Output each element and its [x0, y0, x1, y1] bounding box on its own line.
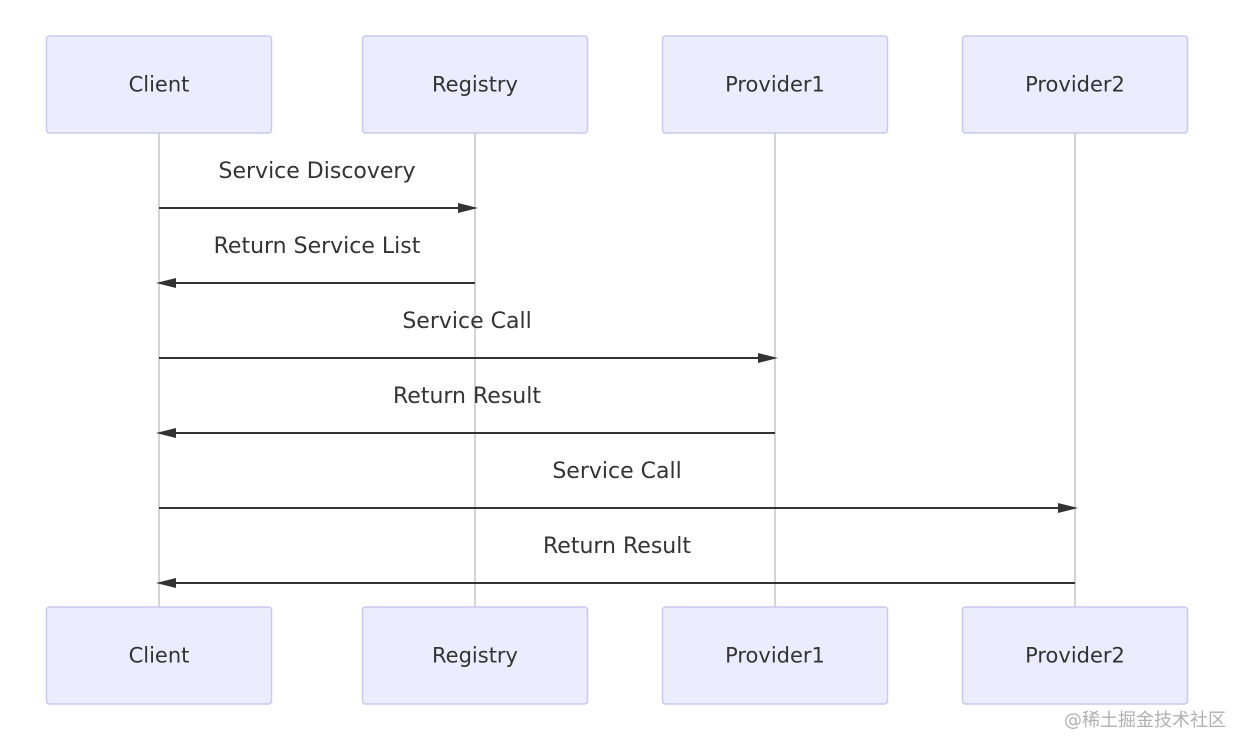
actor-box [361, 606, 589, 705]
actor-label: Client [129, 73, 190, 97]
actor-client-top: Client [45, 35, 273, 134]
message-label: Service Call [552, 459, 681, 484]
watermark: @稀土掘金技术社区 [1064, 710, 1226, 731]
message-label: Service Call [402, 309, 531, 334]
actor-client-bottom: Client [45, 606, 273, 705]
actor-label: Client [129, 644, 190, 668]
message-2: Return Service List [156, 234, 475, 288]
actor-registry-top: Registry [361, 35, 589, 134]
actor-box [361, 35, 589, 134]
actor-provider2-top: Provider2 [961, 35, 1189, 134]
message-5: Service Call [159, 459, 1078, 513]
actor-box [45, 606, 273, 705]
actor-label: Registry [432, 73, 518, 97]
actor-label: Registry [432, 644, 518, 668]
message-6: Return Result [156, 534, 1075, 588]
actor-label: Provider1 [725, 644, 825, 668]
actor-label: Provider2 [1025, 73, 1125, 97]
actor-box [661, 35, 889, 134]
actor-box [961, 606, 1189, 705]
actor-provider1-bottom: Provider1 [661, 606, 889, 705]
arrowhead-icon [156, 278, 176, 288]
actor-box [45, 35, 273, 134]
arrowhead-icon [458, 203, 478, 213]
actor-box [661, 606, 889, 705]
actor-label: Provider1 [725, 73, 825, 97]
message-4: Return Result [156, 384, 775, 438]
message-label: Service Discovery [219, 159, 416, 184]
message-1: Service Discovery [159, 159, 478, 213]
message-label: Return Result [393, 384, 541, 409]
actor-label: Provider2 [1025, 644, 1125, 668]
arrowhead-icon [758, 353, 778, 363]
actor-provider2-bottom: Provider2 [961, 606, 1189, 705]
arrowhead-icon [156, 428, 176, 438]
arrowhead-icon [156, 578, 176, 588]
actor-box [961, 35, 1189, 134]
message-3: Service Call [159, 309, 778, 363]
actor-registry-bottom: Registry [361, 606, 589, 705]
arrowhead-icon [1058, 503, 1078, 513]
message-label: Return Result [543, 534, 691, 559]
actor-provider1-top: Provider1 [661, 35, 889, 134]
message-label: Return Service List [214, 234, 421, 259]
